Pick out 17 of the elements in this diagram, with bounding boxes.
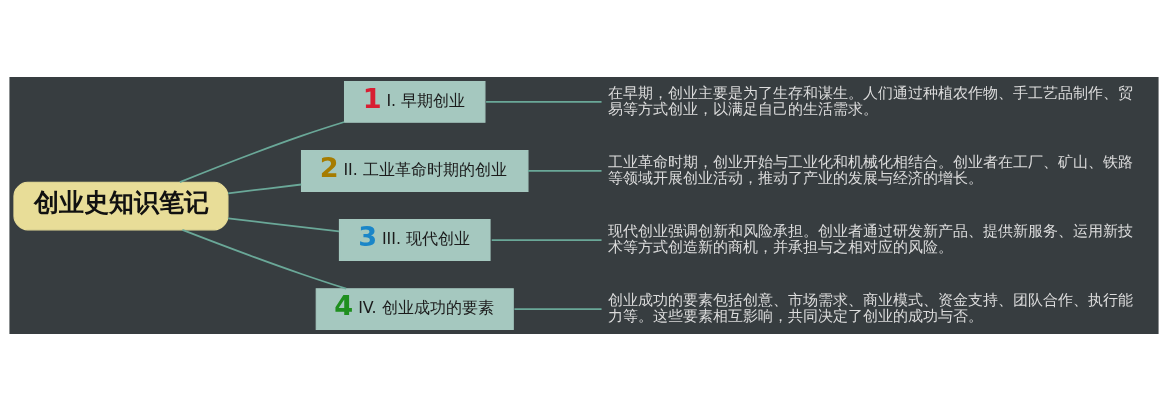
node-box: 创业史知识笔记 — [13, 181, 229, 230]
connector — [181, 228, 348, 290]
node-text: 现代创业强调创新和风险承担。创业者通过研发新产品、提供新服务、运用新技术等方式创造新的商机，并承担与之相对应的风险。 — [608, 221, 1134, 255]
connector — [490, 238, 603, 241]
connector — [485, 100, 603, 103]
connector — [227, 183, 303, 194]
node-text: 在早期，创业主要是为了生存和谋生。人们通过种植农作物、手工艺品制作、贸易等方式创业，以满足自己的生活需求。 — [608, 83, 1134, 117]
connector — [513, 307, 603, 310]
node-box: 1 I. 早期创业 — [344, 80, 486, 123]
node-box: 2 II. 工业革命时期的创业 — [300, 149, 529, 192]
connector — [527, 169, 603, 172]
node-text: 工业革命时期，创业开始与工业化和机械化相结合。创业者在工厂、矿山、铁路等领域开展创业活动，推动了产业的发展与经济的增长。 — [608, 152, 1134, 186]
node-text: 创业成功的要素包括创意、市场需求、商业模式、资金支持、团队合作、执行能力等。这些要素相互影响，共同决定了创业的成功与否。 — [608, 290, 1134, 324]
node-box: 3 III. 现代创业 — [338, 218, 491, 261]
node-box: 4 IV. 创业成功的要素 — [315, 287, 514, 330]
connector — [178, 120, 346, 183]
connector — [227, 217, 340, 232]
